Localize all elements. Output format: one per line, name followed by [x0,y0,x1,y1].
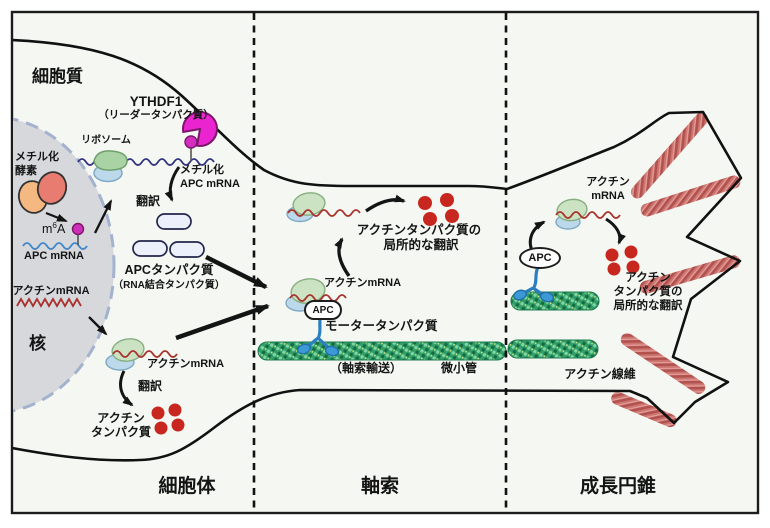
motor-protein-label: モータータンパク質 [325,319,438,333]
actin-mrna-granule-growthcone [555,198,621,230]
actin-protein-label-line1: アクチン [97,411,145,425]
local-translation-axon-line2: 局所的な翻訳 [383,238,459,252]
actin-filament-icon [640,175,741,217]
ribosome-icon [93,150,128,183]
process-arrows [45,166,626,407]
arrow-methylase-to-m6a [45,211,68,223]
actin-mrna-nucleus-label: アクチンmRNA [12,285,90,297]
arrow-granule-up-axon [334,237,351,277]
apc-protein-label: APCタンパク質 [124,263,214,277]
apc-tag-growthcone: APC [519,247,561,269]
actin-mrna-growthcone-line2: mRNA [591,190,625,202]
translation-upper-label: 翻訳 [136,194,161,208]
methylase-enzyme-icon [17,171,68,214]
arrow-nucleus-export-actin [88,316,108,336]
local-translation-axon-line1: アクチンタンパク質の [356,223,482,237]
actin-mrna-strand-nucleus [16,297,82,308]
methylase-label-line2: 酵素 [15,165,37,177]
apc-tag-axon: APC [304,300,342,320]
actin-mrna-granule-axon-upper [286,192,361,223]
apc-protein-pills [132,213,205,258]
arrow-nucleus-export-apc [93,199,113,234]
m6a-mark-icon [71,222,85,245]
actin-protein-dots-cellbody [151,403,185,435]
m6a-tail: A [56,222,66,237]
arrow-mrna-to-axon [175,303,270,341]
microtubule-label: 微小管 [440,361,478,375]
apc-mrna-strand-nucleus [22,242,88,250]
actin-mrna-growthcone-line1: アクチン [586,176,630,188]
local-translation-gc-line3: 局所的な翻訳 [613,300,683,312]
actin-filament-label: アクチン線維 [564,367,636,381]
actin-protein-dots-growthcone [605,245,640,276]
ythdf1-protein-icon [182,110,219,161]
region-label-cell-body: 細胞体 [158,476,216,497]
arrow-local-translation-axon [365,194,406,213]
arrow-translation-lower [119,370,134,407]
translation-lower-label: 翻訳 [138,379,163,393]
ribosome-label: リボソーム [81,135,131,146]
actin-mrna-granule-cellbody [105,338,178,371]
actin-filament-icon [639,255,741,294]
actin-filament-icon [611,391,677,428]
nucleus-label: 核 [29,334,46,353]
arrow-local-translation-growthcone [605,217,626,245]
region-label-growth-cone: 成長円錐 [579,476,657,497]
actin-protein-label-line2: タンパク質 [90,425,152,439]
local-translation-gc-line2: タンパク質の [613,286,683,298]
m6a-label: m6A [42,221,66,237]
motor-protein-icon-growthcone [512,266,555,303]
arrow-apc-to-axon [204,254,268,290]
local-translation-gc-line1: アクチン [625,272,671,284]
apc-mrna-nucleus-label: APC mRNA [24,250,84,262]
microtubule-axon [257,341,507,361]
methylase-label-line1: メチル化 [15,151,59,163]
m6a-sup: 6 [52,221,57,230]
region-label-axon: 軸索 [360,476,400,497]
axonal-transport-label: （軸索輸送） [329,361,403,375]
methylated-apc-label-line1: メチル化 [180,164,224,176]
cytoplasm-label: 細胞質 [32,67,83,86]
microtubule-growth-cone-upper [510,291,600,311]
methylated-apc-label-line2: APC mRNA [180,178,240,190]
actin-mrna-axon-label: アクチンmRNA [324,277,402,289]
apc-protein-sublabel: （RNA結合タンパク質） [113,280,225,291]
arrow-translation-upper [164,166,181,202]
ythdf1-sublabel: （リーダータンパク質） [98,109,214,121]
actin-filaments [611,112,741,428]
actin-filament-icon [620,333,706,394]
m6a-base: m [42,222,53,237]
actin-mrna-cellbody-label: アクチンmRNA [147,358,225,370]
ythdf1-label: YTHDF1 [129,94,183,109]
actin-filament-icon [630,112,709,199]
microtubule-growth-cone-lower [507,339,599,359]
actin-protein-dots-axon [418,193,459,226]
